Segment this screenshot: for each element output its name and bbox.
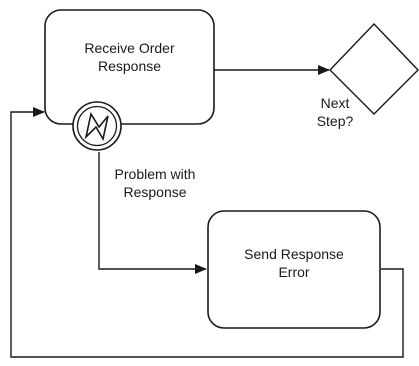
task-receive-order-label-line2: Response — [97, 58, 162, 74]
task-receive-order-label: Receive Order Response — [45, 30, 214, 84]
gateway-label-line2: Step? — [316, 113, 354, 129]
error-event-icon[interactable] — [72, 101, 122, 151]
flow-loop-back — [10, 107, 404, 358]
task-receive-order-response[interactable] — [44, 9, 215, 125]
task-send-error-label-line1: Send Response — [244, 246, 344, 262]
gateway-label-line1: Next — [320, 95, 350, 111]
boundary-event-label-line1: Problem with — [114, 166, 196, 182]
task-send-error-label-line2: Error — [278, 264, 310, 280]
flow-error-to-send-error — [98, 152, 207, 274]
boundary-event-label-line2: Response — [123, 184, 187, 200]
task-receive-order-label-line1: Receive Order — [84, 40, 175, 56]
task-send-response-error[interactable] — [207, 210, 381, 329]
task-send-error-label: Send Response Error — [208, 236, 380, 290]
boundary-event-label: Problem with Response — [100, 165, 210, 201]
gateway-label: Next Step? — [300, 94, 370, 130]
lightning-bolt-icon — [84, 111, 109, 142]
gateway-next-step[interactable] — [329, 22, 419, 115]
